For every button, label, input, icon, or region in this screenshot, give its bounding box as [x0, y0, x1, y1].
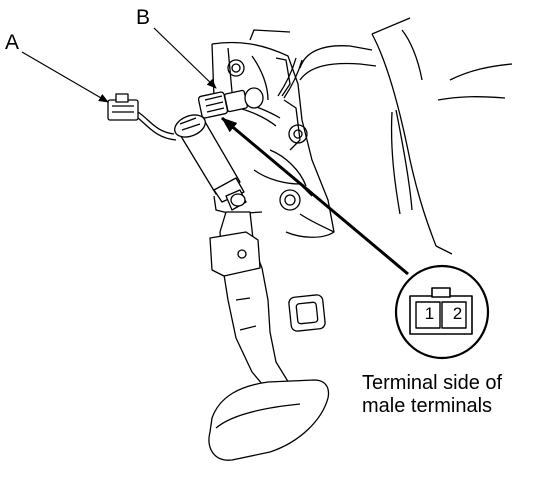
caption-line-2: male terminals [362, 395, 493, 417]
switch-b [197, 87, 264, 119]
connector-detail [394, 264, 490, 360]
pedal-arm [209, 211, 301, 405]
callout-label-b: B [136, 6, 151, 29]
leader-b [153, 27, 217, 89]
firewall-panel [371, 17, 513, 255]
leader-a [21, 51, 109, 103]
detail-arrow [221, 116, 409, 276]
switch-a-body [174, 114, 247, 211]
connector-a [107, 93, 177, 141]
callout-label-a: A [5, 31, 20, 54]
callout-leaders [21, 27, 217, 103]
terminal-pin-2: 2 [452, 304, 463, 323]
pedal-bracket [211, 29, 377, 238]
pedal-stop-block [288, 294, 326, 332]
terminal-pin-1: 1 [424, 304, 435, 323]
pedal-pad [208, 379, 330, 461]
caption-line-1: Terminal side of [362, 372, 503, 394]
connector-caption: Terminal side of male terminals [362, 372, 502, 418]
